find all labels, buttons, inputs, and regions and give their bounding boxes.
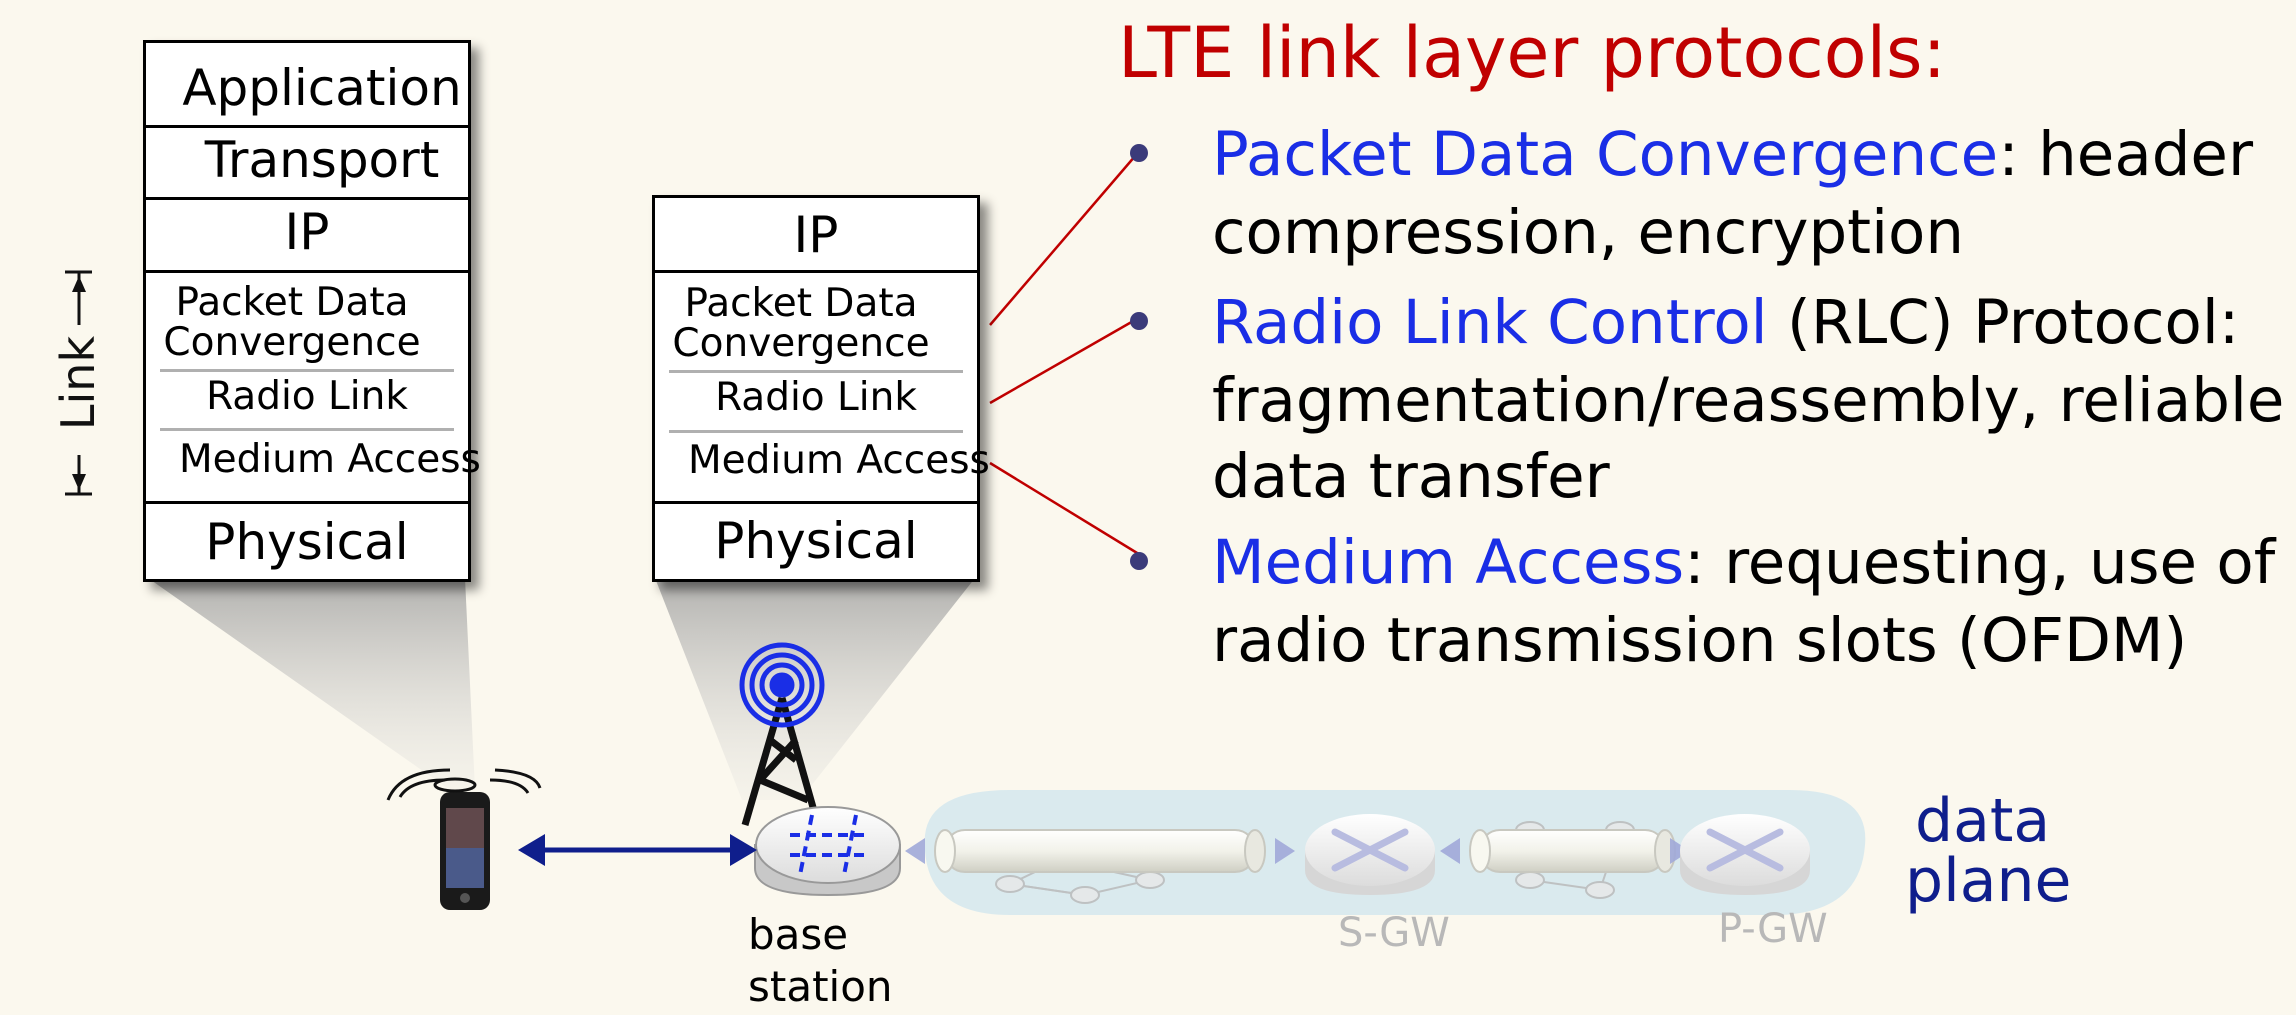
layer-medium-access: Medium Access [179,437,481,482]
bullet-text: : requesting, use of [1684,527,2276,598]
data-plane-label-2: plane [1905,846,2072,916]
sgw-label: S-GW [1338,910,1450,956]
layer-ip: IP [284,203,330,261]
layer-medium-access: Medium Access [688,438,990,483]
smartphone-icon [440,792,490,910]
protocol-term: Medium Access [1212,527,1685,598]
layer-pdc-line2: Convergence [163,320,421,365]
bullet-2-line-1: Radio Link Control (RLC) Protocol: [1212,284,2239,362]
bullet-1-line-1: Packet Data Convergence: header [1212,116,2253,194]
host-stack-cone [148,578,475,790]
bullet-2-line-2: fragmentation/reassembly, reliable [1212,365,2285,436]
layer-physical: Physical [714,512,918,570]
protocol-term: Radio Link Control [1212,287,1768,358]
antenna-tower-icon [741,697,822,826]
mesh-network-1 [995,851,1165,904]
layer-ip: IP [793,206,839,264]
host-protocol-stack: Application Transport IP Packet Data Con… [143,40,481,582]
pgw-router [1680,814,1810,895]
base-station-label-1: base [748,910,849,959]
base-station-protocol-stack: IP Packet Data Convergence Radio Link Me… [652,195,990,582]
layer-radio-link: Radio Link [206,374,408,419]
tunnel-sgw-pgw [1469,829,1676,873]
sgw-router [1305,814,1435,895]
bullet-3-line-1: Medium Access: requesting, use of [1212,524,2275,602]
pgw-label: P-GW [1718,906,1828,952]
layer-pdc-line1: Packet Data [684,281,918,326]
layer-physical: Physical [205,513,409,571]
link-label: Link [51,335,105,431]
layer-transport: Transport [204,131,440,189]
bullet-2-line-3: data transfer [1212,441,1610,512]
base-stack-cone [655,578,975,800]
tunnel-bs-sgw [934,829,1266,873]
bullet-text: (RLC) Protocol: [1767,287,2240,358]
base-station-label-2: station [748,962,893,1011]
layer-application: Application [182,59,462,117]
protocol-term: Packet Data Convergence [1212,119,1999,190]
layer-pdc-line2: Convergence [672,321,930,366]
bullet-dot-1 [1130,144,1148,162]
page-title: LTE link layer protocols: [1118,12,1947,94]
bullet-1-line-2: compression, encryption [1212,197,1965,268]
broadcast-waves-icon [739,642,825,728]
bullet-dot-3 [1130,552,1148,570]
layer-pdc-line1: Packet Data [175,280,409,325]
phone-signal-icon [386,768,542,801]
bullet-text: : header [1998,119,2254,190]
link-bracket [65,270,92,496]
data-plane-label-1: data [1915,786,2051,856]
wireless-link-arrow [518,834,757,866]
bullet-3-line-2: radio transmission slots (OFDM) [1212,605,2188,676]
bullet-dot-2 [1130,312,1148,330]
layer-radio-link: Radio Link [715,375,917,420]
base-station-router-icon [754,806,901,897]
connector-lines [989,147,1143,558]
